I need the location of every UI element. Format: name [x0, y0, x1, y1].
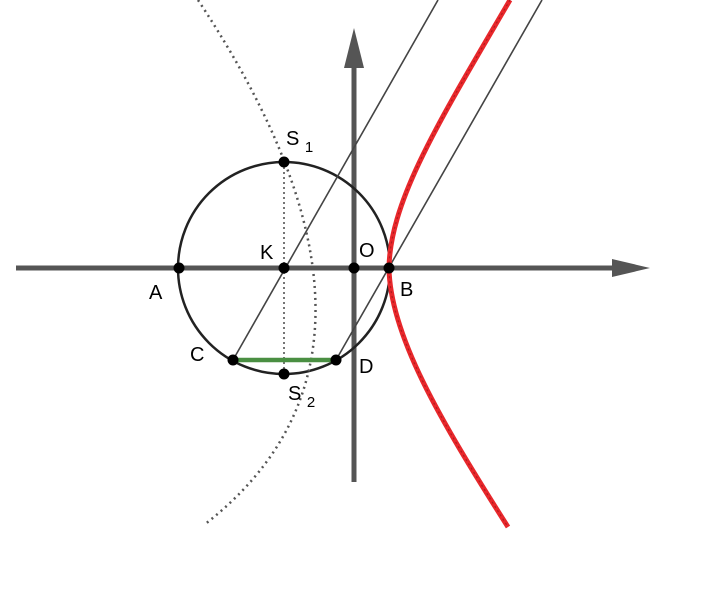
label-d: D	[359, 356, 373, 378]
label-b: B	[400, 279, 413, 301]
point-c	[227, 354, 239, 366]
point-s1	[278, 156, 290, 168]
line-through-c	[232, 0, 439, 361]
label-o: O	[359, 240, 375, 262]
point-a	[173, 262, 185, 274]
dotted-curve	[196, 0, 317, 526]
y-axis-arrowhead	[344, 28, 364, 68]
label-s1-subscript: 1	[305, 139, 313, 156]
label-s1-letter: S	[286, 128, 299, 150]
line-through-d	[335, 0, 543, 361]
point-s2	[278, 368, 290, 380]
hyperbola-branch-dots	[388, 0, 511, 528]
label-k: K	[260, 242, 274, 264]
point-o	[348, 262, 360, 274]
hyperbola-branch	[386, 0, 513, 529]
label-a: A	[149, 282, 163, 304]
label-s2-subscript: 2	[307, 394, 315, 411]
label-s2-letter: S	[288, 383, 301, 405]
point-b	[383, 262, 395, 274]
point-d	[330, 354, 342, 366]
label-c: C	[190, 344, 204, 366]
label-s2: S 2	[288, 383, 315, 411]
label-s1: S 1	[286, 128, 313, 156]
point-k	[278, 262, 290, 274]
x-axis-arrowhead	[612, 259, 650, 277]
